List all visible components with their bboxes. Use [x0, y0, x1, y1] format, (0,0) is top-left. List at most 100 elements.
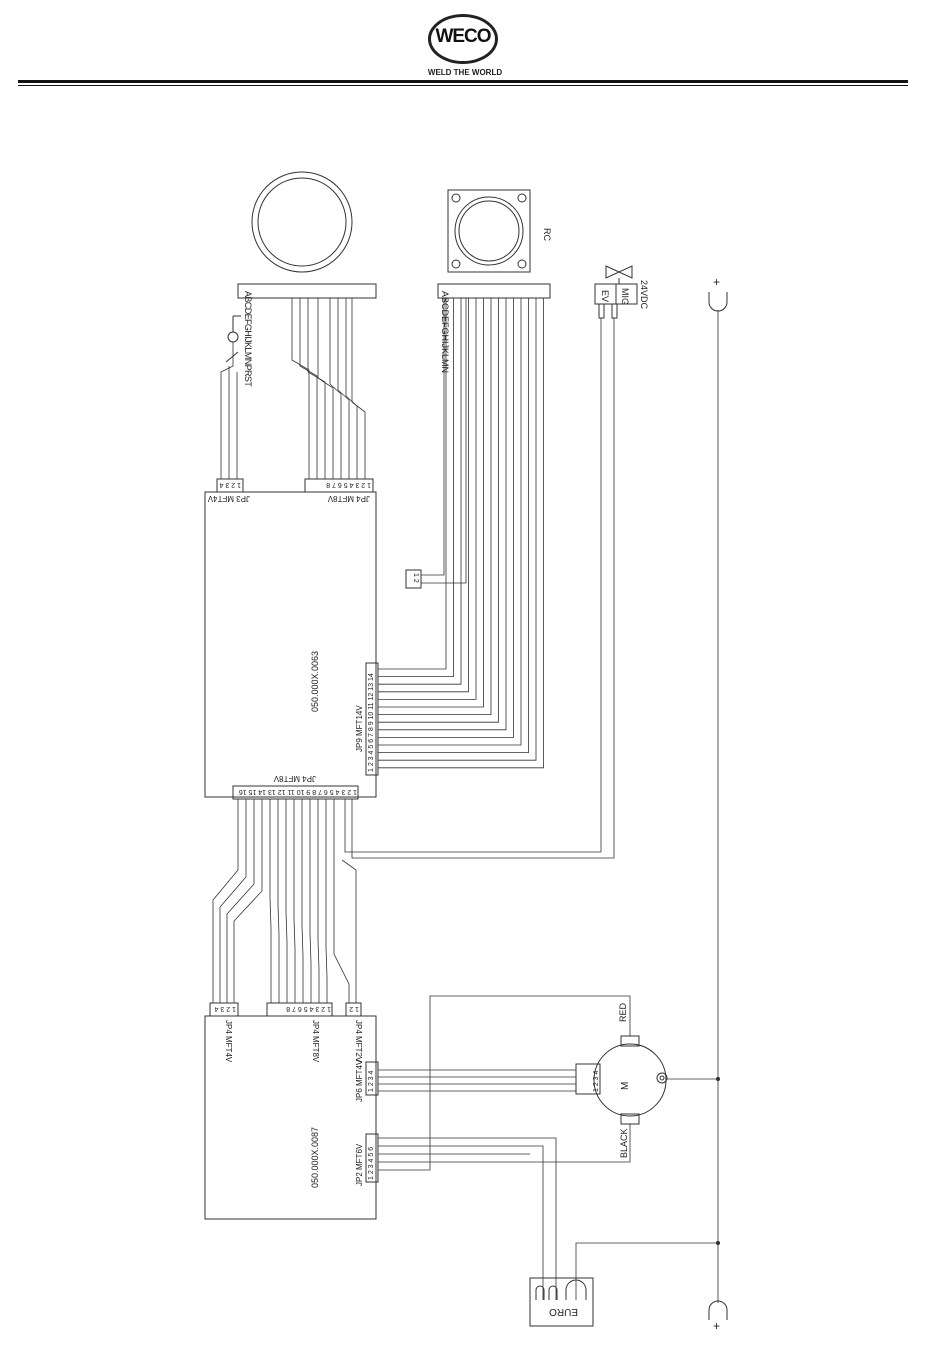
jp4-top-connector	[304, 478, 374, 493]
small-connector	[405, 569, 422, 589]
valve-symbol	[605, 265, 633, 279]
mount-hole	[517, 259, 527, 269]
wire	[219, 799, 247, 1003]
jp4c-connector	[345, 1002, 362, 1017]
square-connector-terminal-strip	[437, 283, 551, 299]
bottom-board-code: 050.000X.0087	[310, 1127, 320, 1188]
header-rule-thin	[18, 85, 908, 86]
wire	[421, 298, 445, 576]
plus-bottom: +	[713, 1319, 720, 1333]
small-conn-pins: 1 2	[412, 573, 419, 583]
wire	[378, 298, 469, 693]
junction-dot	[715, 1076, 721, 1082]
wire	[345, 298, 358, 479]
motor	[593, 1043, 667, 1117]
jp4-top-label: JP4 MFT8V	[327, 494, 370, 503]
mig-label: MIG	[620, 288, 630, 305]
page-header: WECO WELD THE WORLD	[0, 0, 950, 95]
jp4a-pins: 1 2 3 4	[214, 1005, 236, 1012]
jp4b-connector	[266, 1002, 333, 1017]
power-plug-bottom	[708, 1300, 728, 1320]
square-connector-inner	[458, 200, 520, 262]
square-connector-ring	[454, 196, 524, 266]
wire	[333, 799, 350, 1003]
header-rule	[18, 80, 908, 83]
motor-shaft	[656, 1072, 668, 1084]
mount-hole	[451, 259, 461, 269]
wire	[337, 298, 350, 479]
jp4-top-pins: 1 2 3 4 5 6 7 8	[326, 481, 371, 488]
wire	[378, 298, 477, 700]
wire	[378, 298, 529, 753]
wire	[341, 859, 357, 1003]
wire	[291, 298, 310, 479]
jp3-pins: 1 2 3 4	[219, 481, 241, 488]
jp4-bottom-label: JP4 MFT8V	[273, 774, 316, 783]
wires	[212, 298, 719, 1303]
wire	[226, 799, 255, 1003]
square-connector	[447, 189, 531, 273]
motor-brush-top	[620, 1035, 640, 1047]
jp4c-pins: 1 2	[349, 1005, 359, 1012]
jp4a-label: JP4 MFT4V	[224, 1020, 233, 1063]
euro-pin	[535, 1285, 545, 1300]
euro-label: EURO	[549, 1306, 578, 1317]
jp4-bottom-pins: 1 2 3 4 5 6 7 8 9 10 11 12 13 14 15 16	[239, 788, 357, 795]
jp2-connector	[365, 1133, 379, 1183]
jp9-label: JP9 MFT14V	[355, 705, 364, 752]
wire	[325, 799, 328, 1003]
wire	[421, 298, 467, 584]
plus-top: +	[713, 275, 720, 289]
wire	[378, 298, 447, 670]
jp4c-label: JP4 MFT2V	[354, 1020, 363, 1063]
wire	[378, 298, 484, 708]
jp3-connector	[216, 478, 244, 493]
jp6-connector	[365, 1061, 379, 1096]
rc-label: RC	[542, 228, 552, 241]
junction-dot	[715, 1240, 721, 1246]
wire	[378, 1145, 544, 1300]
jp4a-connector	[209, 1002, 239, 1017]
wire	[378, 298, 499, 723]
wire	[212, 799, 239, 1003]
round-connector	[251, 171, 353, 273]
wire	[378, 995, 631, 1171]
logo-text: WECO	[435, 26, 491, 47]
trigger-switch	[225, 351, 239, 363]
round-connector-inner	[257, 177, 347, 267]
wire	[317, 799, 320, 1003]
motor-connector	[575, 1063, 601, 1095]
wire	[351, 318, 615, 859]
wire	[378, 298, 507, 731]
labels: ABCDEFGHIJKLMNPRST ABCDEFGHIJKLMN RC EV …	[207, 228, 720, 1333]
motor-red-label: RED	[618, 1002, 628, 1022]
jp9-connector	[365, 662, 379, 776]
wire	[378, 298, 514, 738]
weco-logo	[428, 14, 498, 64]
wire	[317, 298, 334, 479]
wire	[378, 298, 462, 685]
euro-connector	[529, 1277, 594, 1327]
trigger-contact	[227, 331, 239, 343]
wire	[378, 298, 544, 769]
wire	[575, 1242, 718, 1300]
wire	[220, 342, 234, 479]
jp4b-pins: 1 2 3 4 5 6 7 8	[286, 1005, 331, 1012]
jp9-pins: 1 2 3 4 5 6 7 8 9 10 11 12 13 14	[368, 673, 375, 772]
wire	[301, 799, 304, 1003]
round-pin-letters: ABCDEFGHIJKLMNPRST	[243, 291, 253, 387]
ev-terminal	[611, 303, 618, 319]
jp2-pins: 1 2 3 4 5 6	[368, 1147, 375, 1180]
ev-terminal	[598, 303, 605, 319]
jp6-label: JP6 MFT4V	[355, 1059, 364, 1102]
wire	[233, 799, 263, 1003]
wire	[269, 799, 272, 1003]
wire	[378, 1137, 557, 1300]
motor-label: M	[620, 1082, 631, 1090]
round-connector-terminal-strip	[237, 283, 377, 299]
wire	[277, 799, 280, 1003]
jp3-label: JP3 MFT4V	[207, 494, 250, 503]
wire	[378, 1124, 631, 1163]
euro-pin	[548, 1285, 558, 1300]
motor-black-label: BLACK	[619, 1128, 629, 1158]
